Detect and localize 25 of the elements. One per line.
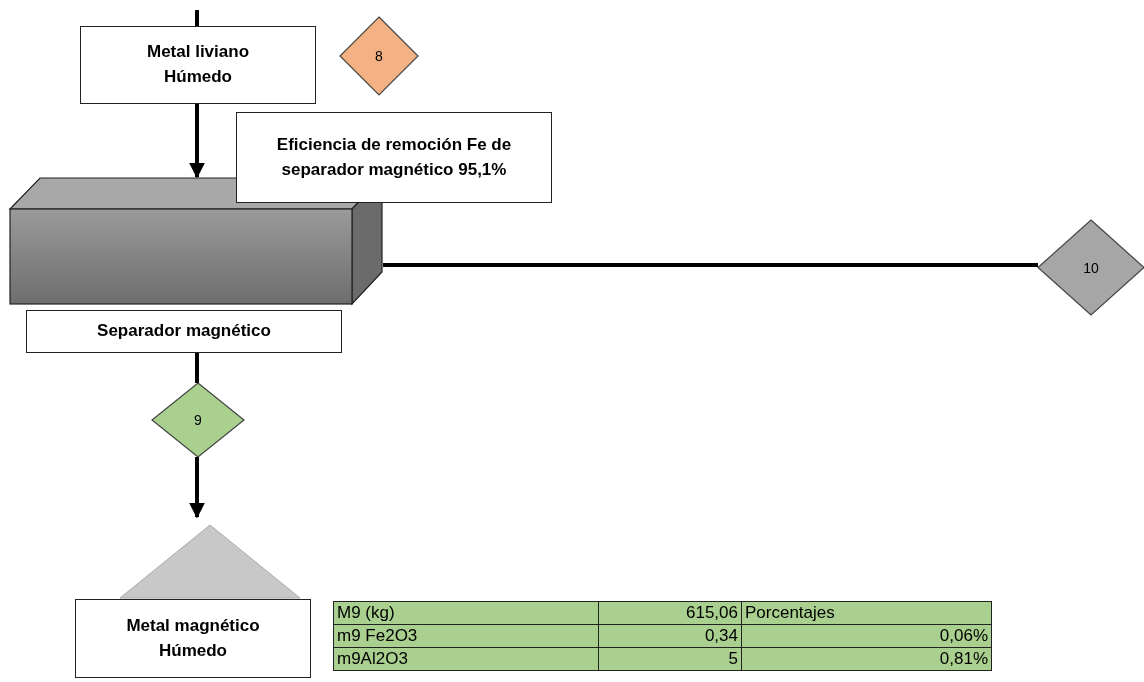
stream-number: 9 [194, 412, 202, 428]
flow-line [383, 263, 1038, 267]
stream-diamond [340, 17, 418, 95]
table-cell: 5 [598, 647, 742, 671]
stream-diamond [1038, 220, 1144, 315]
stream-number: 8 [375, 48, 383, 64]
flow-line [195, 10, 199, 26]
stream-number: 10 [1083, 259, 1099, 276]
table-cell: 615,06 [598, 601, 742, 625]
flow-arrow [189, 457, 205, 519]
table-cell: M9 (kg) [333, 601, 599, 625]
note-box: Eficiencia de remoción Fe de separador magnético 95,1% [236, 112, 552, 203]
label-box: Separador magnético [26, 310, 342, 353]
table-cell: m9 Fe2O3 [333, 624, 599, 648]
table-cell: m9Al2O3 [333, 647, 599, 671]
table-cell: 0,81% [741, 647, 992, 671]
table-cell: 0,34 [598, 624, 742, 648]
flow-arrow [189, 104, 205, 179]
table-cell: Porcentajes [741, 601, 992, 625]
table-cell: 0,06% [741, 624, 992, 648]
label-box: Metal magnético Húmedo [75, 599, 311, 678]
separator-block [10, 177, 383, 305]
stream-diamond [152, 383, 244, 457]
label-box: Metal liviano Húmedo [80, 26, 316, 104]
flow-line [195, 353, 199, 383]
